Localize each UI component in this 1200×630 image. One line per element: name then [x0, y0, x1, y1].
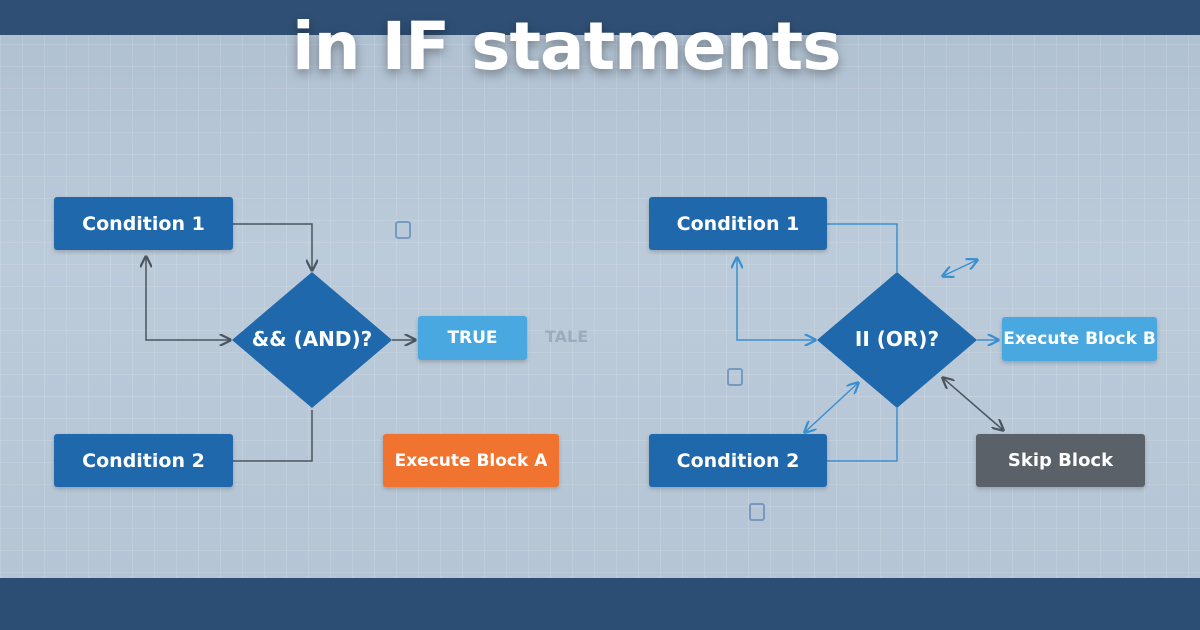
right-condition-1: Condition 1 — [649, 197, 827, 250]
left-condition-2: Condition 2 — [54, 434, 233, 487]
true-box: TRUE — [418, 316, 527, 360]
and-operator-label: && (AND)? — [251, 327, 373, 351]
or-decision-diamond — [817, 272, 977, 408]
chip-icon — [749, 503, 765, 521]
skip-block: Skip Block — [976, 434, 1145, 487]
top-band — [0, 0, 1200, 35]
chip-icon — [727, 368, 743, 386]
and-decision-diamond — [232, 272, 392, 408]
execute-block-a: Execute Block A — [383, 434, 559, 487]
bottom-band — [0, 578, 1200, 630]
execute-block-b: Execute Block B — [1002, 317, 1157, 361]
or-operator-label: II (OR)? — [854, 327, 940, 351]
right-condition-2: Condition 2 — [649, 434, 827, 487]
chip-icon — [395, 221, 411, 239]
left-condition-1: Condition 1 — [54, 197, 233, 250]
ghost-label: TALE — [545, 327, 589, 346]
page-title: in IF statments — [292, 8, 841, 85]
